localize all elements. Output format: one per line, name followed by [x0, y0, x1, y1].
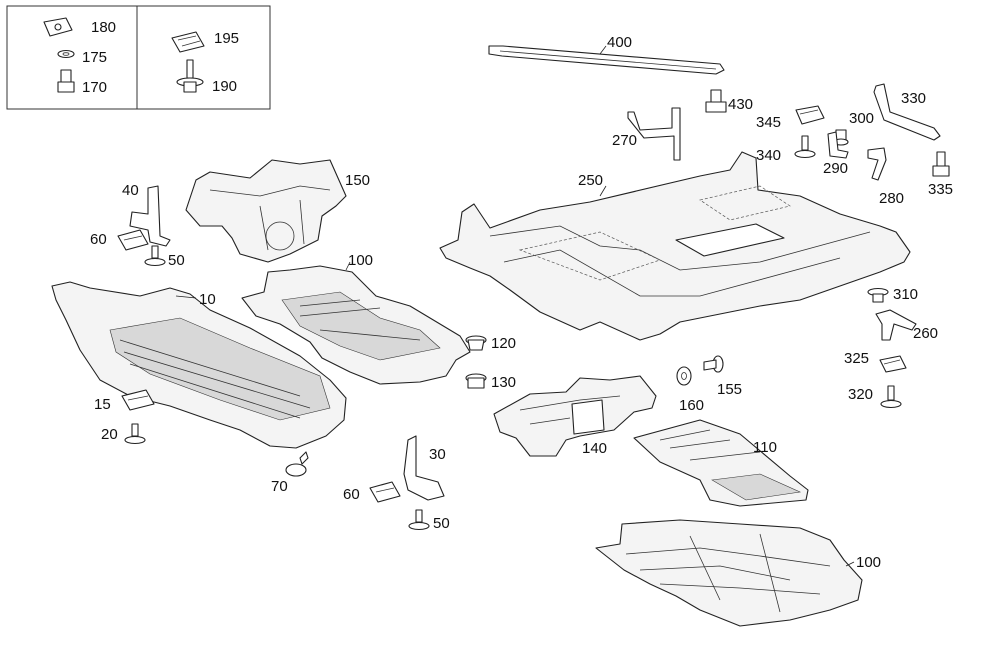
callout-155: 155 [717, 381, 742, 398]
callout-280: 280 [879, 190, 904, 207]
callout-10: 10 [199, 291, 216, 308]
callout-430: 430 [728, 96, 753, 113]
clip-60-upper-icon [117, 229, 149, 251]
nut-130-icon [465, 373, 487, 389]
bracket-30 [403, 435, 445, 501]
underbody-panel-250 [439, 151, 911, 341]
bolt-335-icon [932, 151, 950, 177]
washer-160-icon [676, 366, 692, 386]
callout-15: 15 [94, 396, 111, 413]
bracket-270 [627, 107, 681, 161]
shield-100-upper [241, 261, 471, 385]
callout-175: 175 [82, 49, 107, 66]
callout-120: 120 [491, 335, 516, 352]
callout-250: 250 [578, 172, 603, 189]
shield-140 [493, 375, 657, 457]
callout-30: 30 [429, 446, 446, 463]
screw-190-icon [176, 59, 204, 93]
clip-60-lower-icon [369, 481, 401, 503]
screw-310-icon [867, 287, 889, 303]
clip-15-icon [121, 389, 155, 411]
callout-150: 150 [345, 172, 370, 189]
callout-300: 300 [849, 110, 874, 127]
callout-70: 70 [271, 478, 288, 495]
strut-400 [488, 45, 725, 75]
grommet-120-icon [465, 335, 487, 351]
callout-100-lower: 100 [856, 554, 881, 571]
washer-175-icon [57, 49, 75, 59]
screw-320-icon [880, 385, 902, 409]
callout-110: 110 [753, 439, 777, 456]
callout-190: 190 [212, 78, 237, 95]
screw-340-icon [794, 135, 816, 159]
screw-155-icon [703, 355, 724, 373]
screw-20-icon [124, 423, 146, 445]
panel-110 [633, 419, 809, 507]
clip-345-icon [795, 105, 825, 125]
callout-290: 290 [823, 160, 848, 177]
clip-325-icon [879, 355, 907, 373]
bracket-290 [827, 131, 849, 159]
callout-50-upper: 50 [168, 252, 185, 269]
callout-400: 400 [607, 34, 632, 51]
clip-nut-180-icon [43, 17, 73, 37]
nut-300-icon [833, 129, 849, 146]
callout-180: 180 [91, 19, 116, 36]
callout-60-upper: 60 [90, 231, 107, 248]
ring-clip-70-icon [285, 451, 309, 477]
callout-60-lower: 60 [343, 486, 360, 503]
clip-195-icon [171, 31, 205, 53]
engine-cover-150 [185, 159, 347, 263]
bracket-330 [873, 83, 941, 141]
callout-345: 345 [756, 114, 781, 131]
callout-260: 260 [913, 325, 938, 342]
callout-130: 130 [491, 374, 516, 391]
callout-340: 340 [756, 147, 781, 164]
callout-335: 335 [928, 181, 953, 198]
bolt-430-icon [705, 89, 727, 113]
callout-100-upper: 100 [348, 252, 373, 269]
screw-50-lower-icon [408, 509, 430, 531]
bracket-260 [875, 309, 917, 341]
fastener-legend-box: 180 175 170 195 190 [6, 5, 271, 110]
bracket-280 [867, 147, 887, 181]
shield-100-lower [595, 519, 863, 627]
front-shield-10 [51, 281, 347, 449]
callout-170: 170 [82, 79, 107, 96]
callout-195: 195 [214, 30, 239, 47]
callout-50-lower: 50 [433, 515, 450, 532]
bracket-40 [129, 185, 171, 247]
callout-330: 330 [901, 90, 926, 107]
callout-160: 160 [679, 397, 704, 414]
callout-325: 325 [844, 350, 869, 367]
callout-20: 20 [101, 426, 118, 443]
callout-310: 310 [893, 286, 918, 303]
screw-50-upper-icon [144, 245, 166, 267]
bolt-170-icon [57, 69, 75, 93]
callout-40: 40 [122, 182, 139, 199]
callout-140: 140 [582, 440, 607, 457]
callout-270: 270 [612, 132, 637, 149]
callout-320: 320 [848, 386, 873, 403]
